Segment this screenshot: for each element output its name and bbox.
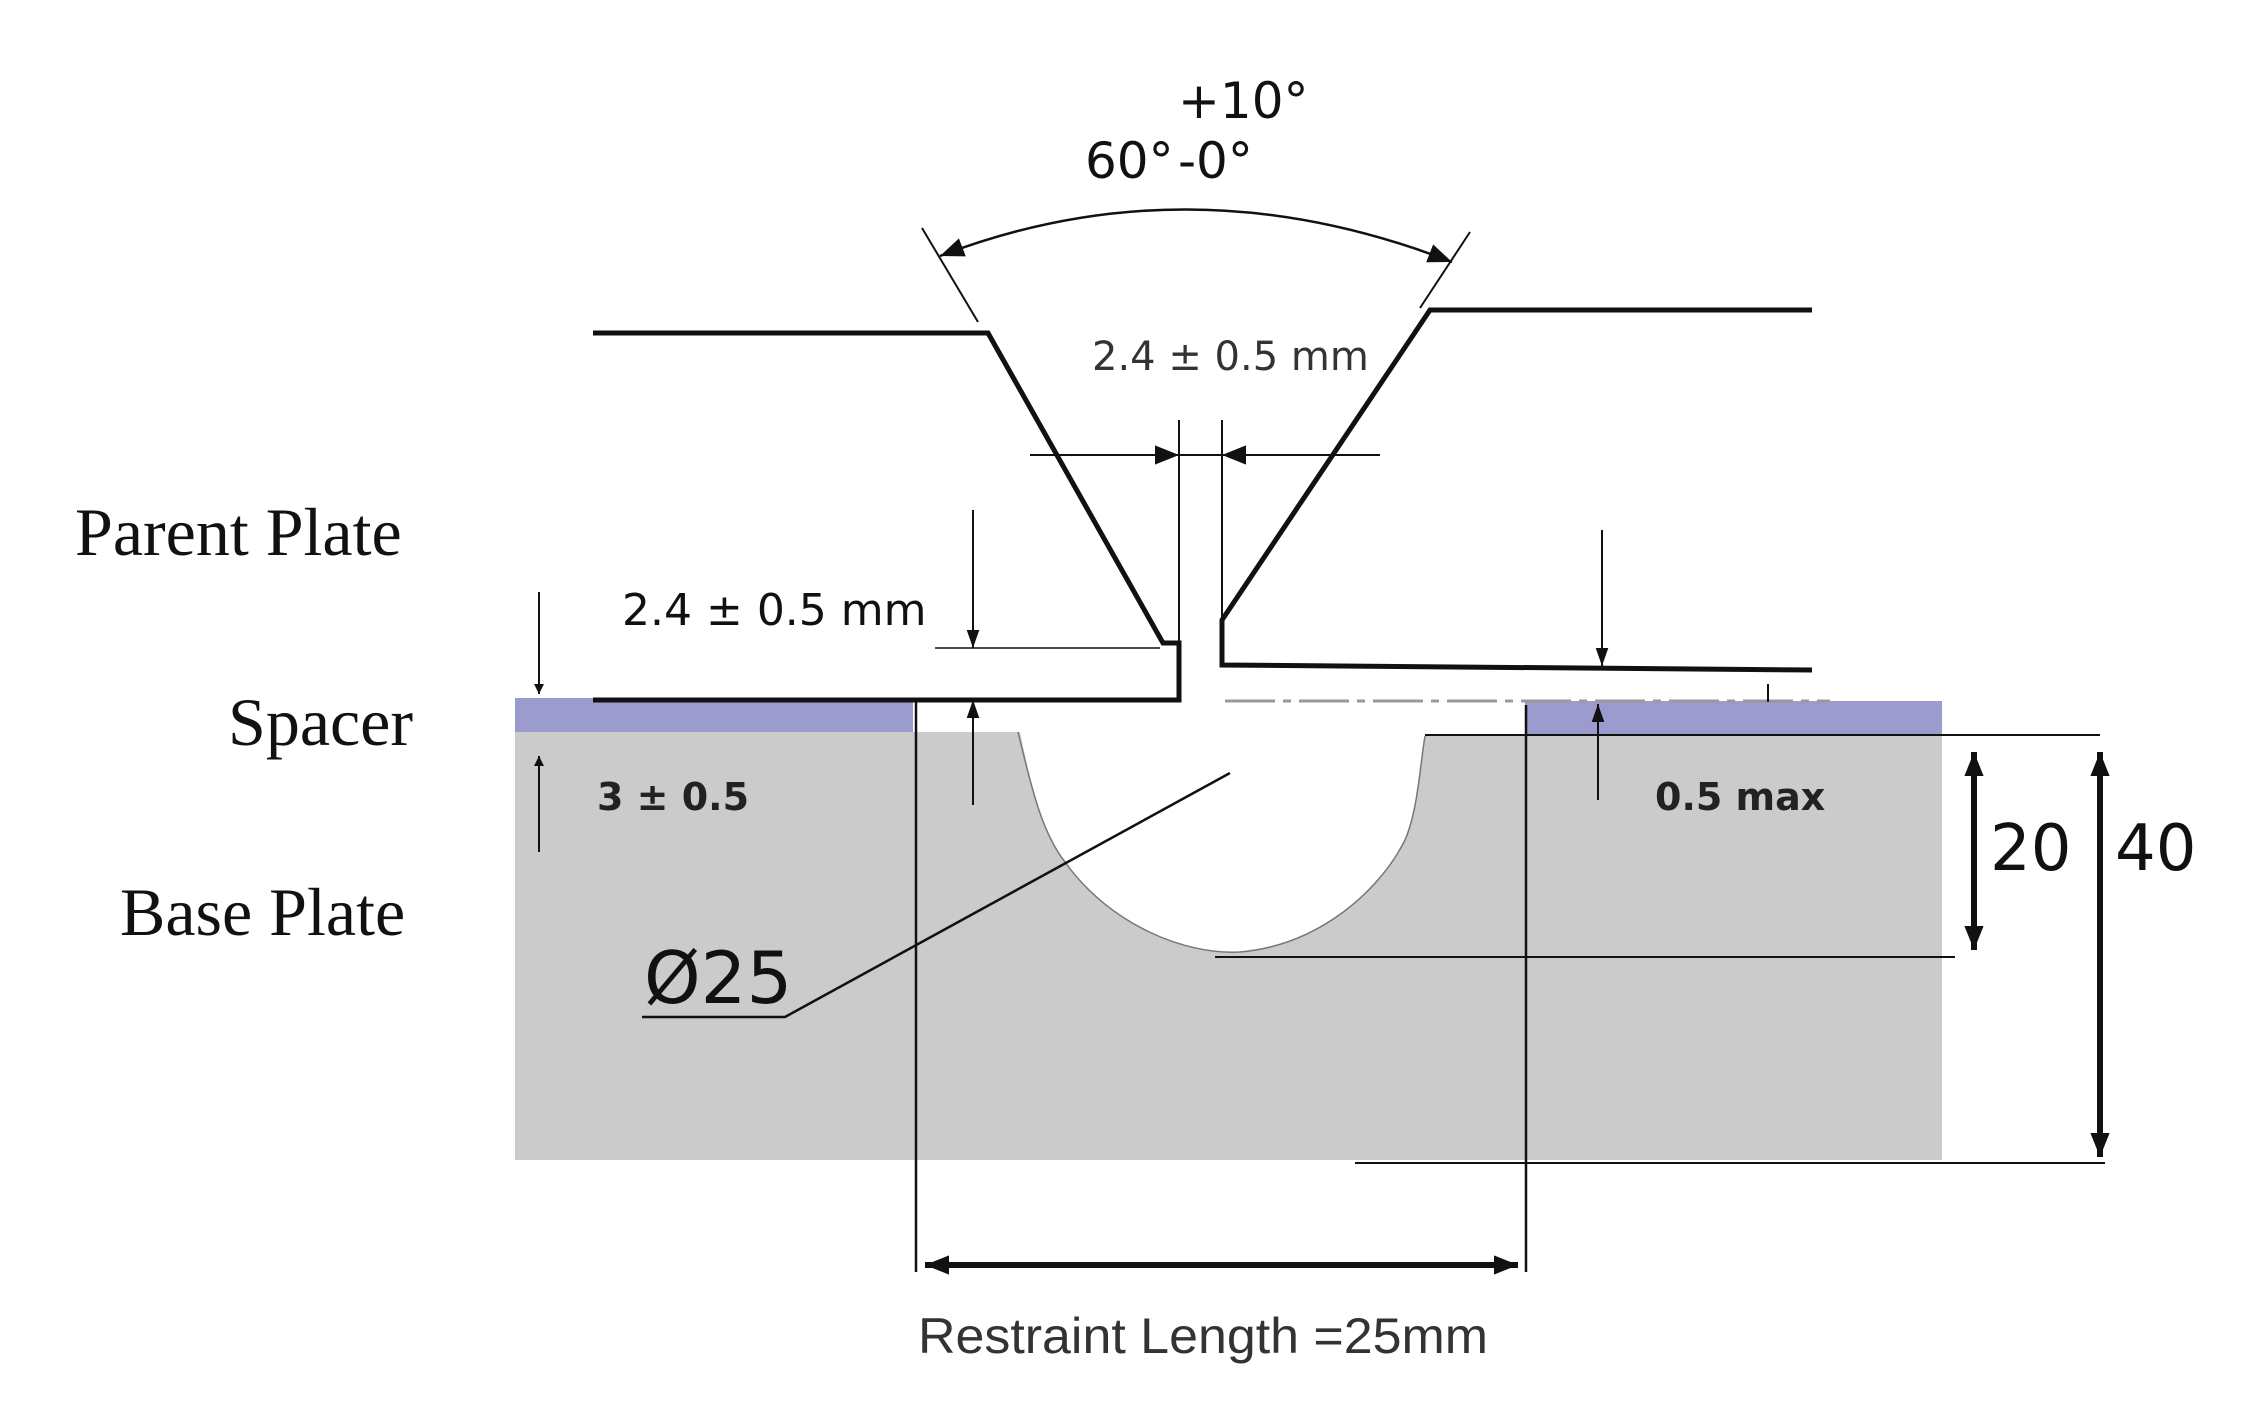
restraint-length-label: Restraint Length =25mm [918,1308,1488,1364]
angle-tolerance-minus: -0° [1178,132,1253,190]
root-gap-label: 2.4 ± 0.5 mm [1092,334,1369,380]
spacer-thickness-label: 3 ± 0.5 [597,775,749,819]
angle-tolerance-plus: +10° [1178,72,1309,130]
angle-ext-right [1419,231,1471,309]
diameter-leader [642,771,1231,1019]
root-face-label: 2.4 ± 0.5 mm [622,585,927,636]
groove-edge [1017,731,1426,953]
angle-arc [939,208,1453,264]
base-plate [515,732,1942,1160]
angle-ext-left [921,227,979,323]
misalignment-label: 0.5 max [1655,775,1825,819]
base-thickness-label: 40 [2115,812,2196,886]
spacer-left [515,698,913,732]
spacer-label: Spacer [228,684,413,760]
groove-diameter-label: Ø25 [644,936,792,1020]
groove-depth-label: 20 [1990,812,2071,886]
parent-plate-left [593,330,1182,703]
parent-plate-label: Parent Plate [75,494,402,570]
base-plate-label: Base Plate [120,874,405,950]
spacer-right [1525,701,1942,736]
angle-value: 60° [1085,132,1174,190]
